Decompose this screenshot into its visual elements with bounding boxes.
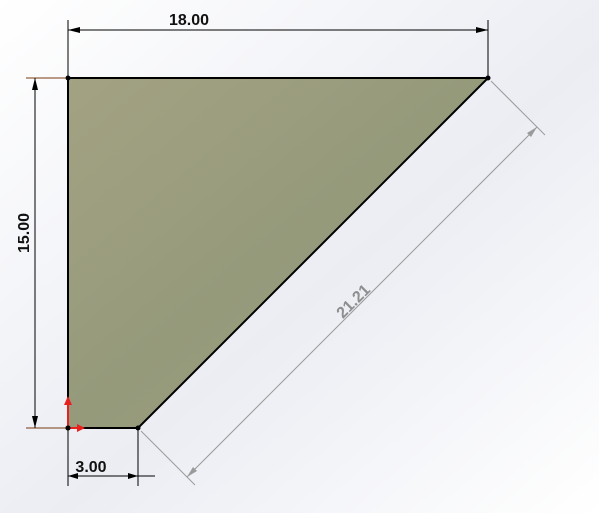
arrowhead-top-right bbox=[476, 27, 488, 33]
origin-axes-icon[interactable] bbox=[64, 396, 85, 432]
extension-line-diagonal-bottom bbox=[140, 430, 196, 486]
vertex-bottom-right[interactable] bbox=[135, 425, 141, 431]
dimension-label-bottom-width[interactable]: 3.00 bbox=[75, 459, 106, 476]
dimension-diagonal-length[interactable] bbox=[140, 80, 546, 486]
origin-y-arrowhead bbox=[64, 396, 72, 405]
dimension-bottom-width[interactable] bbox=[67, 430, 155, 486]
vertex-top-right[interactable] bbox=[485, 75, 491, 81]
dimension-left-height[interactable] bbox=[26, 77, 66, 429]
arrowhead-diagonal-bottom bbox=[187, 467, 197, 477]
dimension-top-width[interactable] bbox=[67, 20, 489, 76]
extension-line-diagonal-top bbox=[490, 80, 546, 136]
arrowhead-diagonal-top bbox=[527, 127, 537, 137]
origin-point bbox=[65, 425, 71, 431]
vertex-top-left[interactable] bbox=[65, 75, 71, 81]
arrowhead-bottom-left bbox=[68, 473, 78, 479]
origin-x-arrowhead bbox=[77, 424, 85, 432]
arrowhead-left-top bbox=[32, 78, 38, 90]
arrowhead-bottom-right bbox=[128, 473, 138, 479]
dimension-label-top-width[interactable]: 18.00 bbox=[169, 12, 209, 29]
dimension-line-diagonal bbox=[186, 126, 538, 478]
arrowhead-top-left bbox=[68, 27, 80, 33]
dimension-label-left-height[interactable]: 15.00 bbox=[16, 213, 33, 253]
arrowhead-left-bottom bbox=[32, 416, 38, 428]
